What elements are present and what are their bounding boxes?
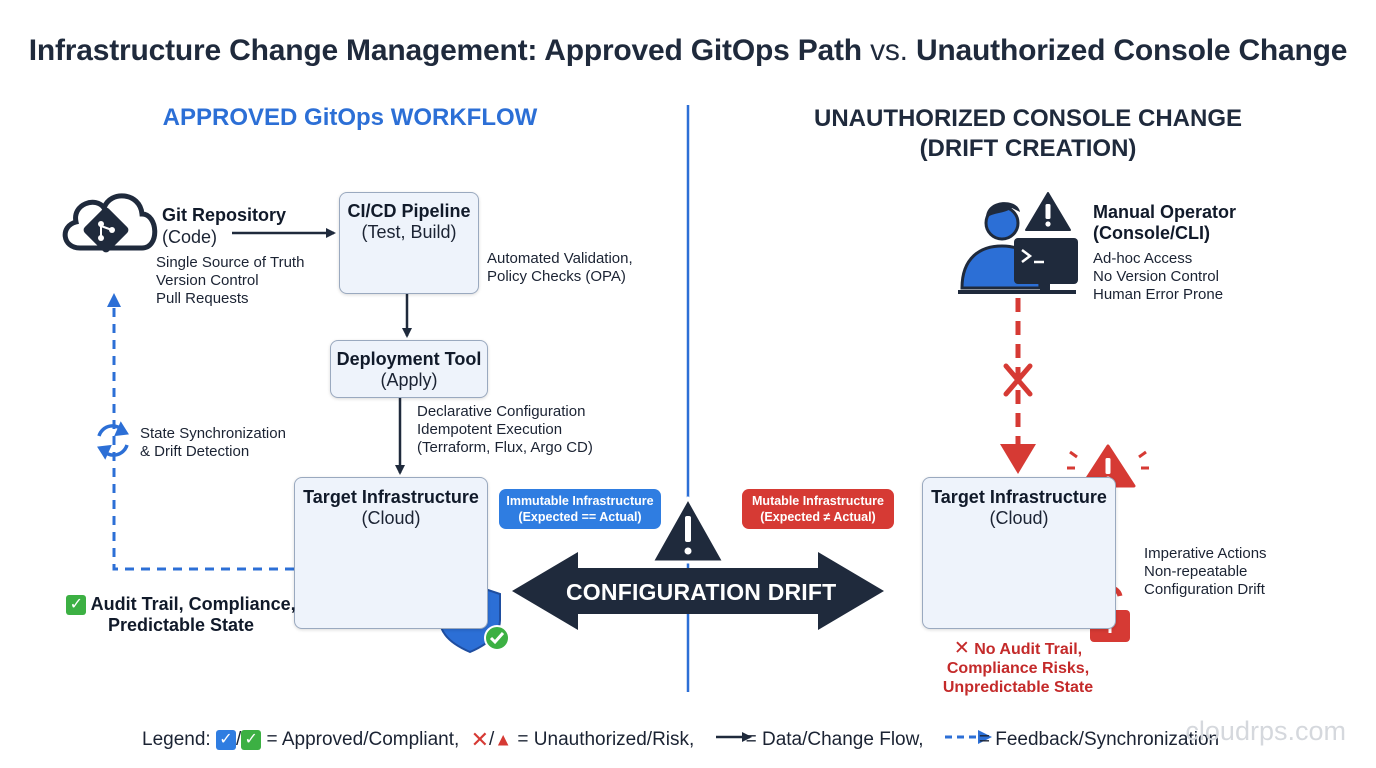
- cicd-pipeline-title: CI/CD Pipeline: [347, 201, 471, 221]
- legend: Legend: ✓/✓ = Approved/Compliant, ✕/▲ = …: [142, 727, 1220, 752]
- deployment-notes: Declarative Configuration Idempotent Exe…: [417, 403, 593, 456]
- left-outcome: ✓ Audit Trail, Compliance, Predictable S…: [56, 594, 306, 636]
- right-target-infrastructure-box: Target Infrastructure (Cloud): [922, 477, 1116, 629]
- operator-icon: [958, 202, 1078, 294]
- deployment-tool-title: Deployment Tool: [336, 349, 482, 369]
- git-repository-notes: Single Source of Truth Version Control P…: [156, 254, 305, 307]
- legend-warning-icon: ▲: [494, 729, 513, 750]
- right-target-subtitle: (Cloud): [989, 508, 1049, 528]
- left-target-infrastructure-box: Target Infrastructure (Cloud): [294, 477, 488, 629]
- git-repository-subtitle: (Code): [162, 227, 218, 247]
- operator-warning-icon: [1025, 192, 1071, 231]
- immutable-infrastructure-bubble: Immutable Infrastructure (Expected == Ac…: [499, 489, 661, 529]
- right-target-title: Target Infrastructure: [931, 487, 1107, 507]
- operator-notes: Ad-hoc Access No Version Control Human E…: [1093, 250, 1224, 303]
- legend-x-icon: ✕: [470, 727, 490, 752]
- configuration-drift-label: CONFIGURATION DRIFT: [566, 579, 837, 605]
- deployment-tool-box: Deployment Tool (Apply): [330, 340, 488, 398]
- blocked-x-icon: [1003, 363, 1033, 397]
- configuration-drift-arrow: [512, 552, 884, 630]
- git-repository-title: Git Repository: [162, 205, 287, 225]
- watermark: cloudrps.com: [1185, 716, 1346, 746]
- sync-icon: [97, 421, 129, 460]
- page-title: Infrastructure Change Management: Approv…: [28, 34, 1348, 67]
- feedback-loop-arrow: [107, 293, 294, 571]
- right-outcome: ✕ No Audit Trail, Compliance Risks, Unpr…: [942, 638, 1094, 696]
- unauthorized-arrowhead: [1000, 444, 1036, 474]
- legend-green-check-icon: ✓: [241, 730, 262, 750]
- legend-blue-check-icon: ✓: [215, 730, 236, 750]
- unauthorized-section-heading: UNAUTHORIZED CONSOLE CHANGE (DRIFT CREAT…: [813, 105, 1242, 162]
- cicd-pipeline-subtitle: (Test, Build): [361, 222, 457, 242]
- x-mark-icon: ✕: [953, 638, 970, 659]
- left-target-subtitle: (Cloud): [361, 508, 421, 528]
- git-cloud-icon: [62, 193, 158, 253]
- sync-label: State Synchronization & Drift Detection: [140, 425, 286, 460]
- mutable-infrastructure-bubble: Mutable Infrastructure (Expected ≠ Actua…: [742, 489, 894, 529]
- cicd-pipeline-box: CI/CD Pipeline (Test, Build): [339, 192, 479, 294]
- cicd-notes: Automated Validation, Policy Checks (OPA…: [487, 250, 633, 285]
- approved-section-heading: APPROVED GitOps WORKFLOW: [162, 104, 538, 131]
- left-target-title: Target Infrastructure: [303, 487, 479, 507]
- deployment-tool-subtitle: (Apply): [380, 370, 438, 390]
- warning-triangle-icon: [650, 496, 726, 564]
- check-icon: ✓: [66, 595, 87, 616]
- operator-title: Manual Operator (Console/CLI): [1093, 202, 1237, 243]
- right-target-notes: Imperative Actions Non-repeatable Config…: [1144, 545, 1267, 598]
